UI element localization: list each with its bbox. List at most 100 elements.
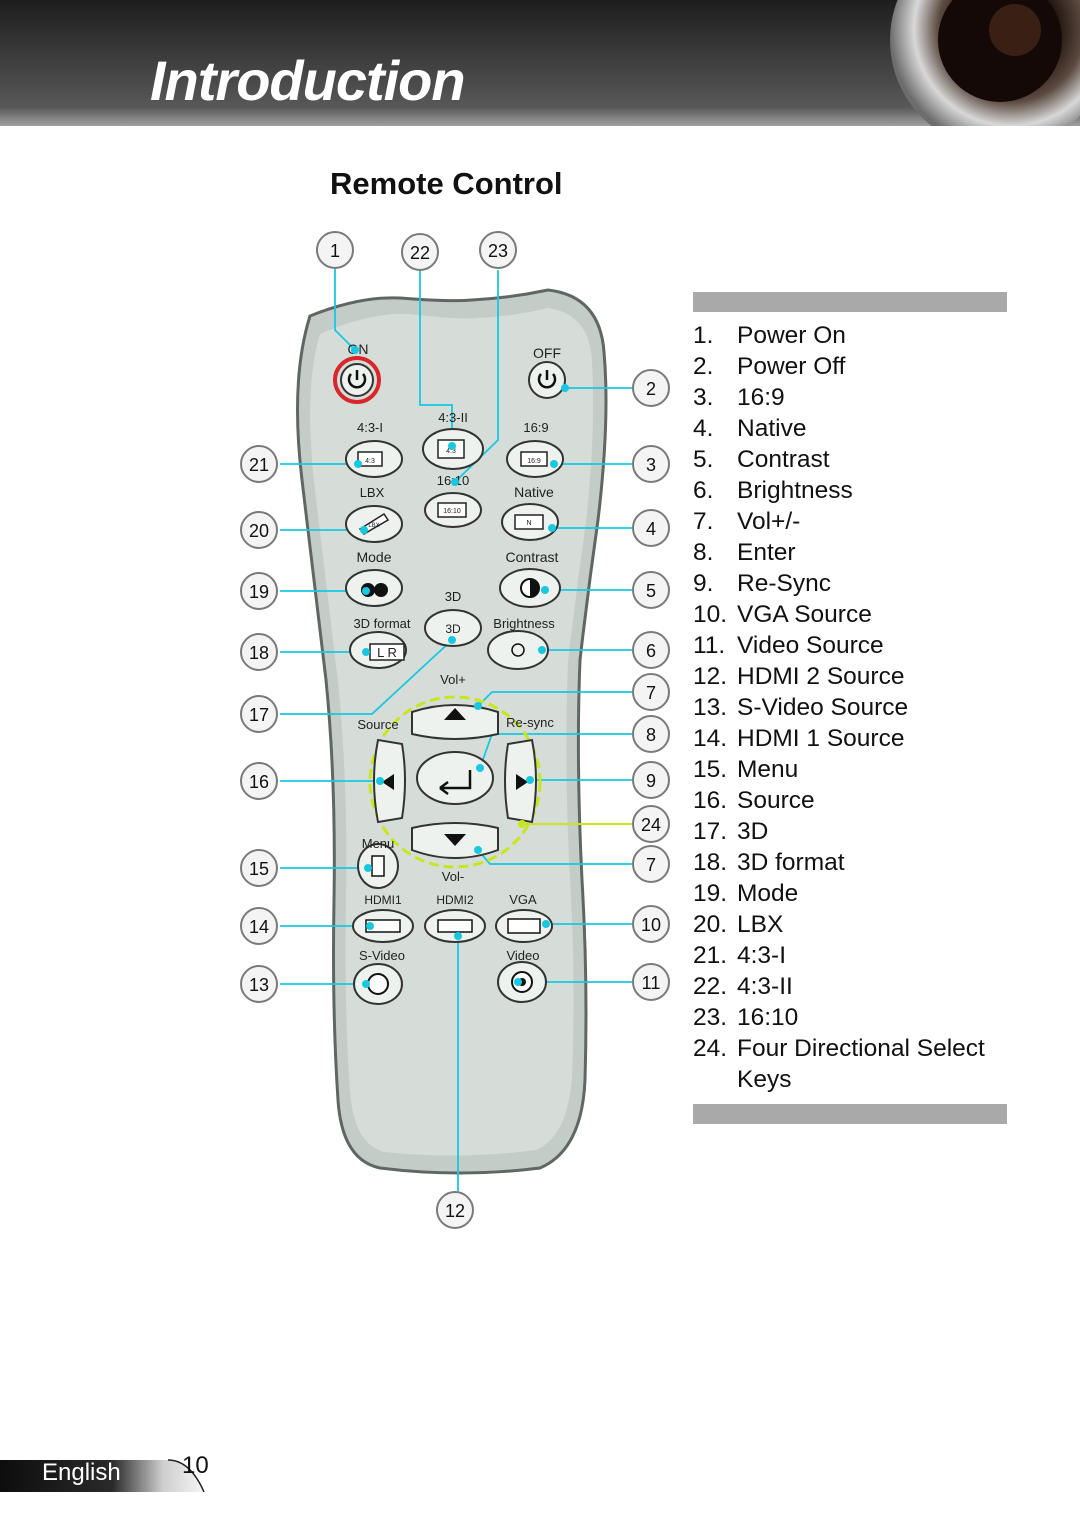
legend-item-number: 1. (693, 322, 714, 349)
legend-item-label: Mode (737, 880, 799, 907)
callout-7a: 7 (646, 683, 656, 703)
label-video: Video (506, 948, 539, 963)
callout-15: 15 (249, 859, 269, 879)
chapter-header: Introduction (0, 0, 1080, 126)
label-3d-format: 3D format (353, 616, 410, 631)
legend-item: 5.Contrast (693, 444, 1023, 475)
legend-item-number: 2. (693, 353, 714, 380)
callout-24: 24 (641, 815, 661, 835)
callout-14: 14 (249, 917, 269, 937)
label-lbx: LBX (360, 485, 385, 500)
callout-17: 17 (249, 705, 269, 725)
legend-item-label: 16:10 (737, 1004, 799, 1031)
callout-2: 2 (646, 379, 656, 399)
legend-bottom-bar (693, 1104, 1007, 1124)
legend-item: 12. HDMI 2 Source (693, 661, 1023, 692)
callout-9: 9 (646, 771, 656, 791)
callout-18: 18 (249, 643, 269, 663)
legend-item: 2. Power Off (693, 351, 1023, 382)
page-number: 10 (182, 1452, 209, 1479)
legend-item: 6.Brightness (693, 475, 1023, 506)
chip-43b: 4:3 (446, 448, 456, 455)
legend-top-bar (693, 292, 1007, 312)
chapter-title: Introduction (150, 49, 466, 112)
legend-item-label: Video Source (737, 632, 884, 659)
legend-item-number: 5. (693, 446, 714, 473)
label-hdmi1: HDMI1 (364, 893, 402, 907)
label-off: OFF (533, 345, 561, 361)
chip-n: N (526, 520, 531, 527)
callout-21: 21 (249, 455, 269, 475)
legend-item-number: 15. (693, 756, 728, 783)
chip-43: 4:3 (365, 458, 375, 465)
legend-item-number: 22. (693, 973, 728, 1000)
callout-7b: 7 (646, 855, 656, 875)
callout-3: 3 (646, 455, 656, 475)
label-brightness: Brightness (493, 616, 555, 631)
label-contrast: Contrast (506, 549, 559, 565)
legend-item-number: 10. (693, 601, 728, 628)
legend-item-label: Power Off (737, 353, 846, 380)
legend-item: 7. Vol+/- (693, 506, 1023, 537)
label-43i: 4:3-I (357, 420, 383, 435)
legend-item-number: 19. (693, 880, 728, 907)
legend-item-number: 3. (693, 384, 714, 411)
callout-6: 6 (646, 641, 656, 661)
legend-item-label: 4:3-I (737, 942, 787, 969)
legend-item-label: Source (737, 787, 815, 814)
legend-item: 23. 16:10 (693, 1002, 1023, 1033)
legend-item: 17.3D (693, 816, 1023, 847)
section-title: Remote Control (330, 166, 563, 201)
legend-item-label: HDMI 2 Source (737, 663, 905, 690)
legend-item-number: 7. (693, 508, 714, 535)
label-resync: Re-sync (506, 715, 554, 730)
legend-item-number: 11. (693, 632, 726, 659)
footer-language-tab (0, 1459, 205, 1493)
legend-item-label: S-Video Source (737, 694, 909, 721)
legend-item: 13.S-Video Source (693, 692, 1023, 723)
legend-item-label: Vol+/- (737, 508, 801, 535)
legend-item-number: 17. (693, 818, 728, 845)
chip-1610: 16:10 (443, 508, 461, 515)
legend-item-label: LBX (737, 911, 784, 938)
label-hdmi2: HDMI2 (436, 893, 474, 907)
legend-item-label: 3D format (737, 849, 845, 876)
label-3d-top: 3D (445, 589, 462, 604)
legend-item: 10.VGA Source (693, 599, 1023, 630)
legend-item: 21.4:3-I (693, 940, 1023, 971)
legend-item-label: HDMI 1 Source (737, 725, 905, 752)
legend-item: 4.Native (693, 413, 1023, 444)
legend-item-number: 24. (693, 1035, 728, 1062)
legend-item: 16.Source (693, 785, 1023, 816)
callout-12: 12 (445, 1201, 465, 1221)
callout-23: 23 (488, 241, 508, 261)
legend-item: 14. HDMI 1 Source (693, 723, 1023, 754)
label-svideo: S-Video (359, 948, 405, 963)
legend-item-number: 23. (693, 1004, 728, 1031)
legend-item-number: 4. (693, 415, 714, 442)
label-169: 16:9 (523, 420, 548, 435)
label-source: Source (357, 717, 398, 732)
callout-11: 11 (642, 973, 661, 993)
label-volminus: Vol- (442, 869, 464, 884)
chip-169: 16:9 (527, 458, 541, 465)
callout-22: 22 (410, 243, 430, 263)
callout-10: 10 (641, 915, 661, 935)
callout-20: 20 (249, 521, 269, 541)
legend-item: 22.4:3-II (693, 971, 1023, 1002)
legend-item-label: Four Directional Select Keys (737, 1035, 985, 1093)
projector-lens-graphic (890, 0, 1080, 126)
callout-5: 5 (646, 581, 656, 601)
legend-item-number: 12. (693, 663, 728, 690)
legend-item-label: Menu (737, 756, 799, 783)
label-43ii: 4:3-II (438, 410, 468, 425)
legend-item-number: 8. (693, 539, 714, 566)
legend-item: 15. Menu (693, 754, 1023, 785)
legend-item: 8. Enter (693, 537, 1023, 568)
legend-item: 9.Re-Sync (693, 568, 1023, 599)
legend-item-number: 14. (693, 725, 728, 752)
legend-item-label: Enter (737, 539, 796, 566)
label-menu: Menu (362, 836, 395, 851)
legend-item-number: 6. (693, 477, 714, 504)
